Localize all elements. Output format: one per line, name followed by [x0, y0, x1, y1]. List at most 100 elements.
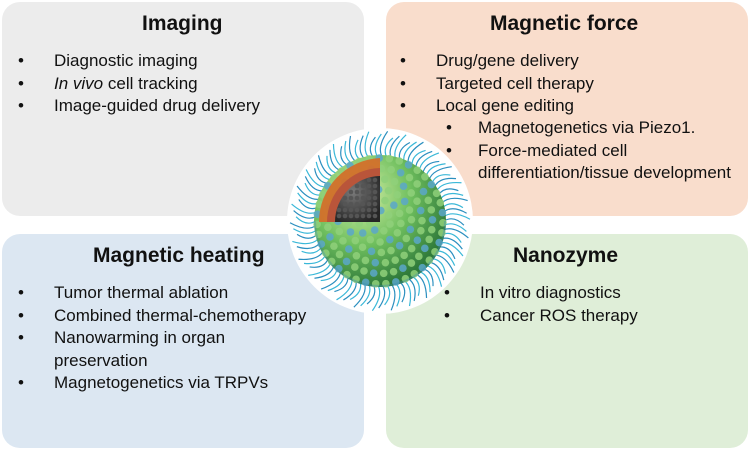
surface-bead — [419, 187, 428, 196]
surface-bead — [380, 226, 388, 235]
surface-bead — [352, 251, 361, 260]
surface-bead — [360, 267, 368, 275]
core-lattice — [336, 177, 378, 219]
core-atom — [336, 213, 342, 219]
surface-bead — [335, 227, 344, 236]
list-item: Local gene editing — [400, 95, 700, 118]
surface-bead — [330, 242, 338, 250]
nanozyme-list: In vitro diagnostics Cancer ROS therapy — [444, 282, 638, 327]
imaging-panel: Imaging Diagnostic imaging In vivo cell … — [2, 2, 364, 216]
surface-bead — [395, 157, 404, 165]
surface-bead — [384, 211, 393, 219]
core-atom — [354, 183, 360, 189]
core-atom — [372, 207, 378, 213]
surface-bead — [335, 264, 343, 273]
core-atom — [366, 189, 372, 195]
list-item: Tumor thermal ablation — [18, 282, 338, 305]
surface-bead — [351, 236, 360, 245]
surface-bead — [438, 208, 447, 217]
surface-bead — [393, 190, 402, 199]
list-item: Drug/gene delivery — [400, 50, 700, 73]
list-item: Nanowarming in organ preservation — [18, 327, 284, 372]
core-atom — [366, 201, 372, 207]
core-atom — [348, 207, 354, 213]
core-atom — [360, 189, 366, 195]
surface-bead — [421, 244, 429, 253]
surface-bead — [399, 264, 407, 273]
magnetic-force-title: Magnetic force — [490, 12, 639, 35]
surface-bead — [396, 168, 405, 177]
surface-bead — [342, 257, 351, 266]
core-atom — [354, 201, 360, 207]
surface-bead — [327, 257, 336, 266]
surface-bead — [326, 233, 334, 241]
core-atom — [372, 195, 378, 201]
surface-bead — [370, 226, 379, 234]
surface-bead — [425, 256, 434, 265]
surface-bead — [322, 249, 330, 257]
surface-bead — [393, 229, 402, 237]
core-atom — [342, 213, 348, 219]
surface-bead — [407, 215, 416, 224]
surface-bead — [390, 201, 398, 210]
surface-bead — [385, 154, 394, 163]
surface-bead — [428, 215, 437, 224]
surface-bead — [346, 228, 355, 236]
core-atom — [372, 201, 378, 207]
surface-bead — [405, 173, 414, 182]
core-atom — [360, 183, 366, 189]
core-atom — [348, 189, 354, 195]
italic-text: In vivo — [54, 73, 104, 93]
surface-bead — [386, 220, 394, 228]
surface-bead — [386, 235, 394, 244]
imaging-title: Imaging — [142, 12, 223, 35]
surface-bead — [439, 218, 447, 227]
surface-bead — [343, 270, 351, 279]
surface-bead — [344, 245, 353, 253]
surface-bead — [405, 206, 414, 214]
surface-bead — [432, 189, 441, 198]
core-atom — [360, 195, 366, 201]
surface-bead — [413, 197, 421, 205]
magnetic-force-list: Drug/gene delivery Targeted cell therapy… — [400, 50, 700, 118]
surface-bead — [415, 252, 423, 261]
list-item: Image-guided drug delivery — [18, 95, 260, 118]
core-atom — [342, 195, 348, 201]
surface-bead — [366, 235, 375, 244]
surface-bead — [407, 189, 416, 197]
surface-bead — [387, 165, 395, 174]
surface-bead — [407, 244, 416, 253]
core-atom — [342, 207, 348, 213]
surface-bead — [377, 248, 386, 257]
surface-bead — [324, 223, 332, 232]
equator-band — [314, 220, 446, 287]
surface-bead — [358, 229, 367, 237]
surface-bead — [384, 186, 393, 195]
core-atom — [336, 207, 342, 213]
surface-bead — [400, 251, 408, 260]
surface-bead — [397, 219, 405, 228]
surface-bead — [436, 198, 445, 207]
surface-bead — [392, 278, 400, 286]
surface-bead — [407, 259, 416, 267]
surface-bead — [400, 197, 409, 206]
core-atom — [348, 213, 354, 219]
core-atom — [372, 177, 378, 183]
core-atom — [354, 189, 360, 195]
list-item: Magnetogenetics via TRPVs — [18, 372, 338, 395]
surface-bead — [379, 269, 388, 278]
surface-bead — [313, 220, 321, 229]
list-item-text: cell tracking — [103, 73, 198, 93]
surface-bead — [380, 175, 389, 184]
surface-bead — [427, 225, 436, 234]
surface-bead — [418, 263, 427, 272]
core-atom — [354, 213, 360, 219]
surface-bead — [416, 206, 425, 215]
surface-bead — [376, 238, 384, 246]
core-atom — [354, 195, 360, 201]
core-atom — [360, 207, 366, 213]
surface-bead — [371, 258, 380, 267]
core-atom — [342, 201, 348, 207]
core-atom — [372, 189, 378, 195]
core-atom — [366, 207, 372, 213]
